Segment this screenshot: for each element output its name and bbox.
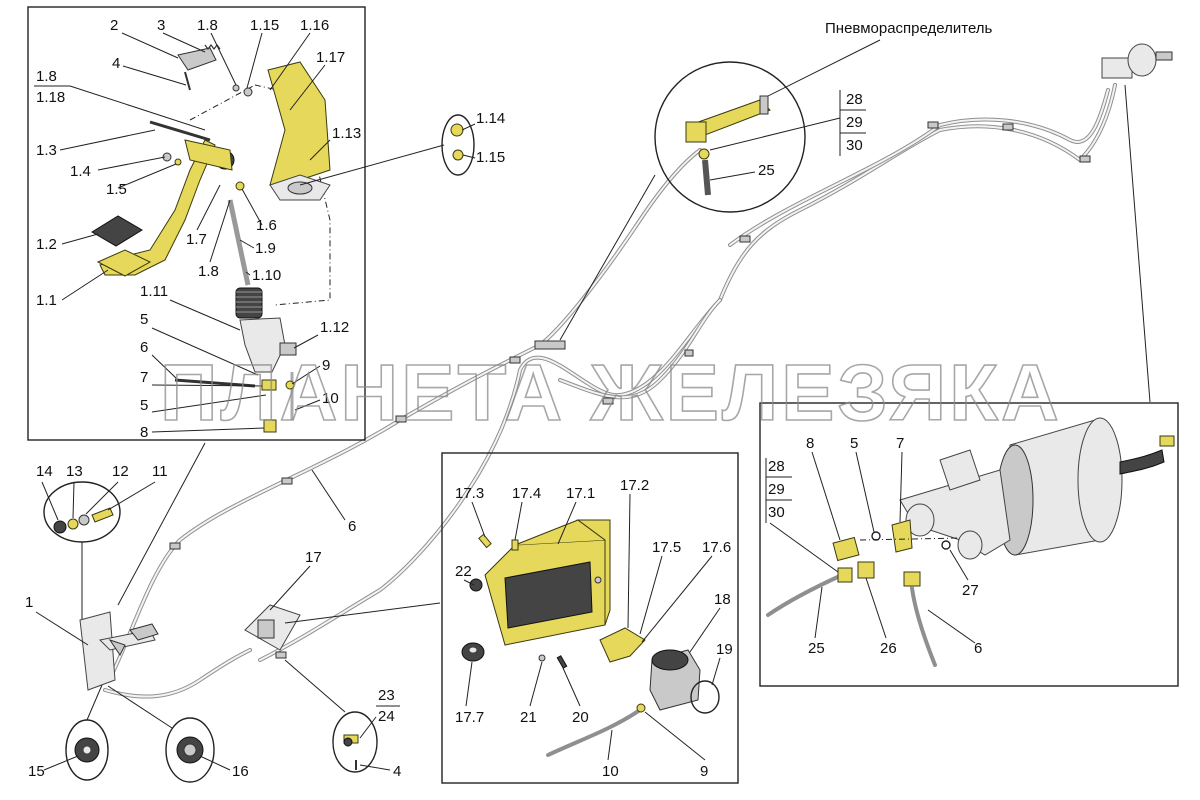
pedal-assembly-frame (27, 6, 366, 441)
booster-label-28: 28 (768, 458, 785, 475)
box-label-10: 10 (602, 763, 619, 780)
valve-label-29: 29 (846, 114, 863, 131)
valve-label-30: 30 (846, 137, 863, 154)
label-1-8-c: 1.8 (198, 263, 219, 280)
booster-label-26: 26 (880, 640, 897, 657)
label-1-4: 1.4 (70, 163, 91, 180)
label-8: 8 (140, 424, 148, 441)
label-9: 9 (322, 357, 330, 374)
box-label-18: 18 (714, 591, 731, 608)
washer-label-11: 11 (152, 463, 168, 480)
label-1-13: 1.13 (332, 125, 361, 142)
box-label-9: 9 (700, 763, 708, 780)
washer-label-13: 13 (66, 463, 83, 480)
box-label-20: 20 (572, 709, 589, 726)
box-label-21: 21 (520, 709, 537, 726)
valve-label-25: 25 (758, 162, 775, 179)
pedal-small-view: 1 (25, 442, 206, 691)
box-label-17-1: 17.1 (566, 485, 595, 502)
box-label-17-5: 17.5 (652, 539, 681, 556)
booster-label-5: 5 (850, 435, 858, 452)
booster-label-25: 25 (808, 640, 825, 657)
booster-label-29: 29 (768, 481, 785, 498)
booster-label-30: 30 (768, 504, 785, 521)
booster-label-7: 7 (896, 435, 904, 452)
watermark: ПЛАНЕТА ЖЕЛЕЗЯКА (160, 348, 1062, 437)
box-label-17-7: 17.7 (455, 709, 484, 726)
booster-label-27: 27 (962, 582, 979, 599)
valve-box-small: 17 6 (244, 469, 441, 651)
label-1-9: 1.9 (255, 240, 276, 257)
label-1-2: 1.2 (36, 236, 57, 253)
label-23: 23 (378, 687, 395, 704)
label-15: 15 (28, 763, 45, 780)
bolt-callout: 1.14 1.15 (299, 110, 505, 186)
washer-callout: 14 13 12 11 (36, 463, 168, 620)
label-1-3: 1.3 (36, 142, 57, 159)
box-label-17-2: 17.2 (620, 477, 649, 494)
label-5-b: 5 (140, 397, 148, 414)
booster-label-6: 6 (974, 640, 982, 657)
valve-label-28: 28 (846, 91, 863, 108)
label-6-main: 6 (348, 518, 356, 535)
label-1-8: 1.8 (197, 17, 218, 34)
label-1-12: 1.12 (320, 319, 349, 336)
box-label-17-4: 17.4 (512, 485, 541, 502)
label-1-14: 1.14 (476, 110, 505, 127)
booster-label-8: 8 (806, 435, 814, 452)
label-5: 5 (140, 311, 148, 328)
label-16: 16 (232, 763, 249, 780)
label-17: 17 (305, 549, 322, 566)
valve-callout: Пневмораспределитель 25 28 29 30 (559, 20, 1151, 403)
label-1-16: 1.16 (300, 17, 329, 34)
coupling-callout: 23 24 4 (284, 659, 401, 780)
pedal-labels: 2 3 1.8 1.15 1.16 1.17 4 1.8 1.18 1.3 1.… (34, 17, 361, 441)
label-1: 1 (25, 594, 33, 611)
label-1-8-b: 1.8 (36, 68, 57, 85)
label-24: 24 (378, 708, 395, 725)
label-2: 2 (110, 17, 118, 34)
label-4: 4 (112, 55, 120, 72)
label-10: 10 (322, 390, 339, 407)
label-1-15-b: 1.15 (476, 149, 505, 166)
label-7: 7 (140, 369, 148, 386)
box-label-22: 22 (455, 563, 472, 580)
valve-title: Пневмораспределитель (825, 20, 993, 37)
label-3: 3 (157, 17, 165, 34)
label-1-5: 1.5 (106, 181, 127, 198)
washer-label-12: 12 (112, 463, 129, 480)
label-1-7: 1.7 (186, 231, 207, 248)
hose-lines (103, 83, 1117, 699)
label-1-11: 1.11 (140, 283, 168, 300)
label-1-17: 1.17 (316, 49, 345, 66)
valve-box-detail: 17.3 17.4 17.1 17.2 22 17.5 17.6 18 19 1… (441, 452, 739, 784)
washer-label-14: 14 (36, 463, 53, 480)
label-4-main: 4 (393, 763, 401, 780)
label-1-15: 1.15 (250, 17, 279, 34)
box-label-17-6: 17.6 (702, 539, 731, 556)
label-1-1: 1.1 (36, 292, 57, 309)
booster-small-view (1101, 43, 1173, 79)
label-1-18: 1.18 (36, 89, 65, 106)
box-label-17-3: 17.3 (455, 485, 484, 502)
label-6: 6 (140, 339, 148, 356)
booster-detail: 28 29 30 8 5 7 27 25 26 6 (759, 402, 1179, 687)
box-label-19: 19 (716, 641, 733, 658)
grommet-callouts: 15 16 (28, 684, 249, 783)
label-1-10: 1.10 (252, 267, 281, 284)
label-1-6: 1.6 (256, 217, 277, 234)
